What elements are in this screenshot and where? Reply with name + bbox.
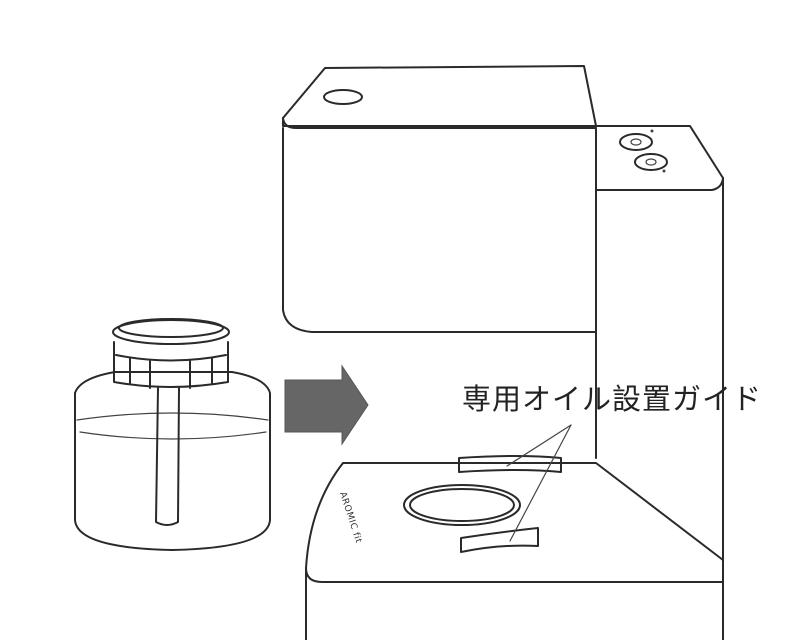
oil-bottle	[74, 318, 271, 551]
bottle-wick	[155, 387, 180, 526]
device-lid	[282, 65, 597, 127]
callout-leader-lower	[509, 424, 572, 542]
diffuser-device: AROMIC fit	[282, 65, 724, 640]
indicator-dot	[650, 129, 654, 133]
device-upper-body	[282, 127, 597, 333]
oil-seat-ring-inner	[409, 488, 515, 522]
power-symbol-icon	[630, 138, 642, 146]
bottle-liquid-surface	[76, 412, 269, 421]
bottle-jar	[74, 371, 271, 551]
bottle-cap-notches	[129, 357, 213, 389]
oil-seat-ring-outer	[403, 484, 521, 526]
control-panel	[595, 125, 724, 191]
insert-arrow	[284, 364, 369, 446]
lid-button-icon	[323, 89, 363, 105]
device-lid-edge	[282, 117, 597, 129]
device-brand-label: AROMIC fit	[337, 491, 363, 545]
indicator-dot	[662, 169, 666, 173]
bottle-cap-rim	[112, 319, 230, 345]
power-button-icon	[619, 133, 653, 151]
guide-tab-lower	[460, 527, 539, 553]
guide-tab-upper	[458, 455, 562, 473]
oil-guide-callout-label: 専用オイル設置ガイド	[462, 382, 763, 416]
mode-symbol-icon	[645, 158, 657, 166]
bottle-cap-top	[118, 318, 224, 338]
callout-leader-upper	[506, 424, 572, 467]
bottle-liquid-back	[79, 431, 267, 440]
device-base-top	[305, 462, 724, 583]
mode-button-icon	[634, 153, 668, 171]
device-column	[595, 177, 724, 635]
bottle-cap-body	[113, 341, 229, 388]
bottle-cap-ridge	[115, 354, 227, 362]
device-base-front	[305, 567, 724, 640]
